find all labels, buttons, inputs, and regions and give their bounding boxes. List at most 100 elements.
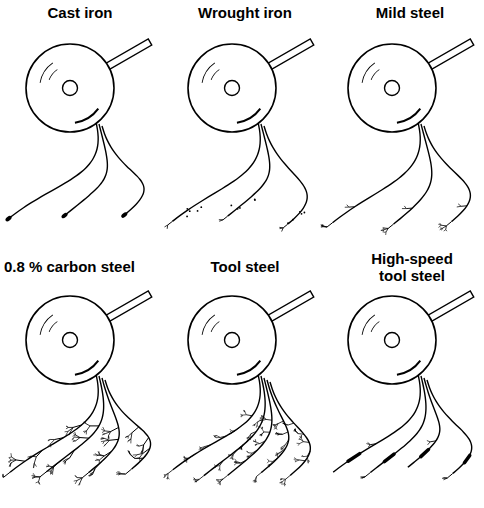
spark-burst [268,464,270,465]
spark-burst [48,464,49,466]
spark-dark-segment [464,455,469,462]
spark-burst [321,226,323,228]
spark-burst [216,479,219,480]
spark-burst [216,437,220,438]
spark-burst [164,474,166,475]
spark-streak [261,380,289,473]
spark-burst [230,457,231,459]
spark-burst [90,425,99,426]
spark-burst [230,454,233,456]
spark-burst [130,454,134,459]
spark-burst [241,448,242,451]
spark-burst [220,461,223,466]
spark-dark-segment [348,454,360,462]
wheel-shading [211,321,220,332]
spark-burst [86,426,89,431]
spark-burst [402,208,406,209]
spark-burst [323,226,327,228]
spark-burst [360,476,365,477]
spark-burst [361,477,365,478]
spark-burst [39,477,40,482]
spark-burst [447,474,452,478]
spark-burst [406,208,412,209]
spark-burst [232,431,235,433]
spark-burst [73,440,76,442]
spark-burst [323,226,327,227]
spark-streak [333,374,420,472]
spark-burst [36,450,42,457]
spark-burst [72,437,74,439]
spark-burst [10,453,12,457]
spark-burst [167,477,168,479]
material-label: High-speed tool steel [362,250,462,285]
spark-burst [282,228,284,232]
wheel-shading [397,108,421,124]
spark-burst [251,431,257,433]
spark-burst [215,466,216,468]
spark-burst [244,410,246,412]
spark-burst [388,224,393,228]
spark-burst [66,431,68,435]
spark-burst [205,445,211,447]
spark-burst [8,460,11,462]
spark-burst [126,469,132,474]
spark-burst [281,449,283,451]
spark-burst [200,448,202,449]
spark-stream [164,374,311,486]
spark-burst [261,421,263,423]
spark-burst [78,483,80,486]
grinding-wheel [188,296,276,384]
spark-burst [228,455,230,456]
spark-burst [3,475,4,477]
spark-burst [183,457,185,458]
spark-burst [241,448,242,450]
wheel-hub [225,81,240,96]
spark-burst [69,432,71,435]
spark-burst [296,459,300,461]
spark-burst [428,442,430,445]
spark-burst [241,447,242,449]
spark-burst [261,427,263,429]
spark-burst [16,460,25,461]
spark-streak [172,122,260,221]
spark-burst [294,429,295,431]
spark-burst [440,223,442,225]
grinder-panel [3,291,152,485]
spark-burst [278,434,282,435]
spark-burst [230,433,232,435]
spark-burst [76,435,80,438]
spark-burst [446,230,447,231]
spark-burst [260,434,262,436]
spark-burst [278,452,281,454]
spark-dot [254,199,256,201]
spark-burst [231,457,233,459]
spark-burst [64,461,66,463]
spark-burst [444,230,446,231]
spark-burst [296,460,299,461]
spark-burst [264,431,270,432]
spark-burst [194,478,196,480]
spark-burst [99,460,100,463]
wheel-shading [397,360,421,376]
spark-burst [257,422,259,426]
spark-burst [244,410,245,412]
spark-burst [33,473,35,476]
spark-burst [34,457,36,463]
spark-burst [72,437,75,440]
spark-burst [46,466,49,468]
spark-burst [51,471,52,474]
spark-burst [278,434,282,435]
spark-burst [216,479,219,480]
spark-burst [164,476,166,478]
spark-burst [299,438,301,440]
spark-burst [83,430,86,432]
spark-tip [5,215,13,222]
spark-burst [168,477,169,479]
spark-burst [214,435,216,436]
spark-burst [242,444,244,447]
spark-burst [12,457,17,460]
spark-dot [304,212,306,214]
spark-burst [95,462,101,469]
spark-burst [253,441,256,443]
spark-burst [77,477,82,478]
